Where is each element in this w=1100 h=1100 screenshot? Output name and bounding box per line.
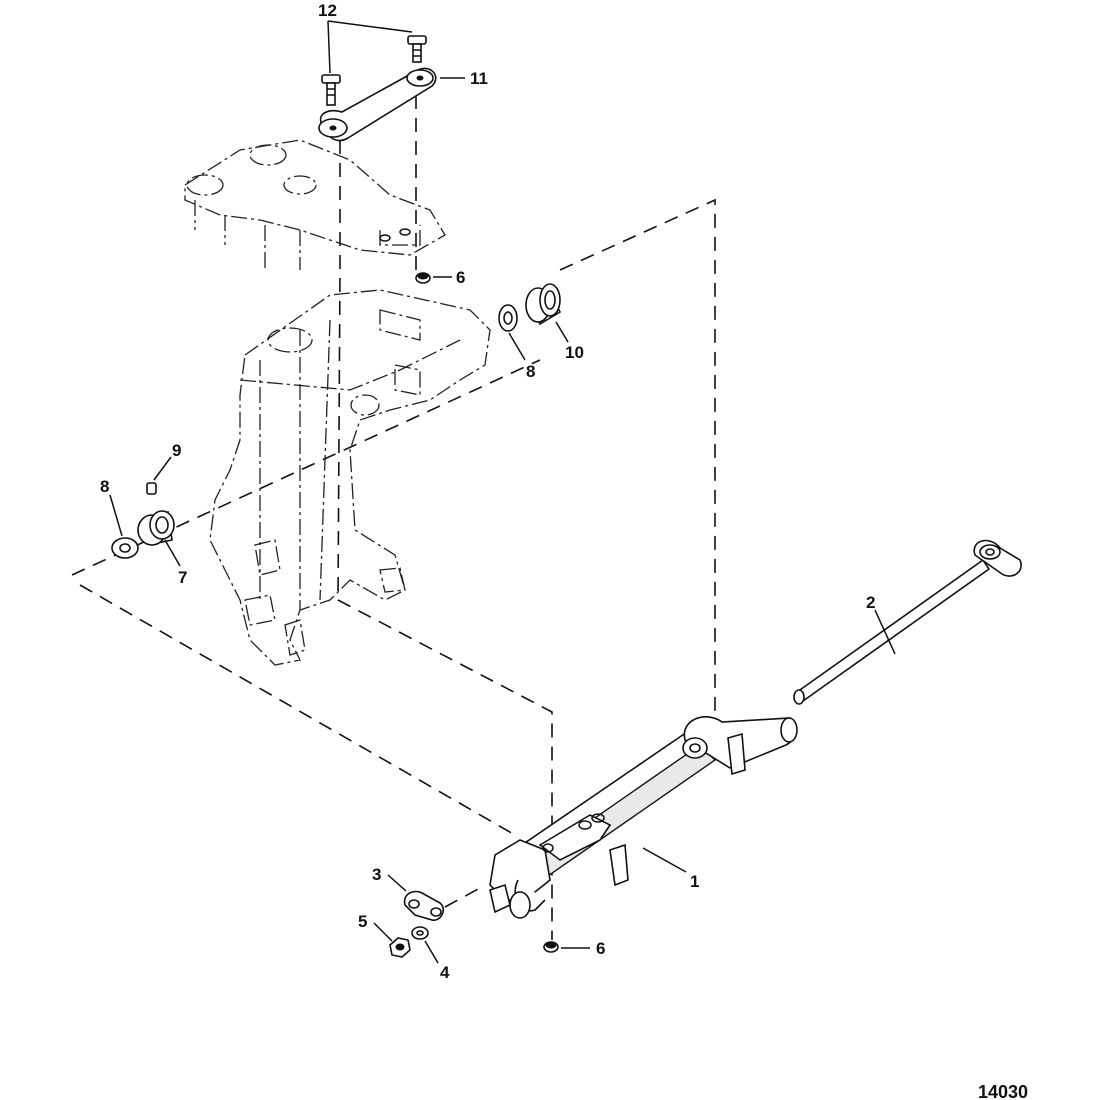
callout-5: 5 xyxy=(358,912,367,931)
callout-2: 2 xyxy=(866,593,875,612)
callout-11: 11 xyxy=(470,69,488,88)
leader-lines xyxy=(109,20,896,964)
callout-6-upper: 6 xyxy=(456,268,465,287)
link-plate-3 xyxy=(403,890,445,921)
callout-9: 9 xyxy=(172,441,181,460)
callout-6-lower: 6 xyxy=(596,939,605,958)
callout-8-right: 8 xyxy=(526,362,535,381)
nut-6-lower xyxy=(543,941,559,953)
callout-7: 7 xyxy=(178,568,187,587)
bushing-7 xyxy=(137,510,175,546)
bolt-12-left xyxy=(321,74,341,106)
bushing-10 xyxy=(525,283,562,326)
callout-4: 4 xyxy=(440,963,450,982)
washer-8-right xyxy=(498,304,518,332)
bolt-12-right xyxy=(407,35,427,63)
nut-5 xyxy=(389,937,411,958)
assembly-lines xyxy=(71,95,716,940)
callout-8-left: 8 xyxy=(100,477,109,496)
nut-6-upper xyxy=(415,272,431,284)
tie-rod-2 xyxy=(793,539,1022,705)
washer-8-left xyxy=(111,537,139,559)
link-bar-11 xyxy=(318,67,437,142)
washer-4 xyxy=(411,926,429,940)
callout-3: 3 xyxy=(372,865,381,884)
steering-cylinder-1 xyxy=(489,716,798,919)
upper-yoke-casting xyxy=(184,139,446,270)
grease-fitting-9 xyxy=(146,482,157,495)
callout-10: 10 xyxy=(565,343,584,362)
callouts: 12 11 6 8 10 9 8 7 2 1 3 5 4 6 xyxy=(100,1,875,982)
callout-12: 12 xyxy=(318,1,337,20)
callout-1: 1 xyxy=(690,872,699,891)
figure-number: 14030 xyxy=(978,1082,1028,1100)
swivel-bracket-casting xyxy=(209,289,491,666)
